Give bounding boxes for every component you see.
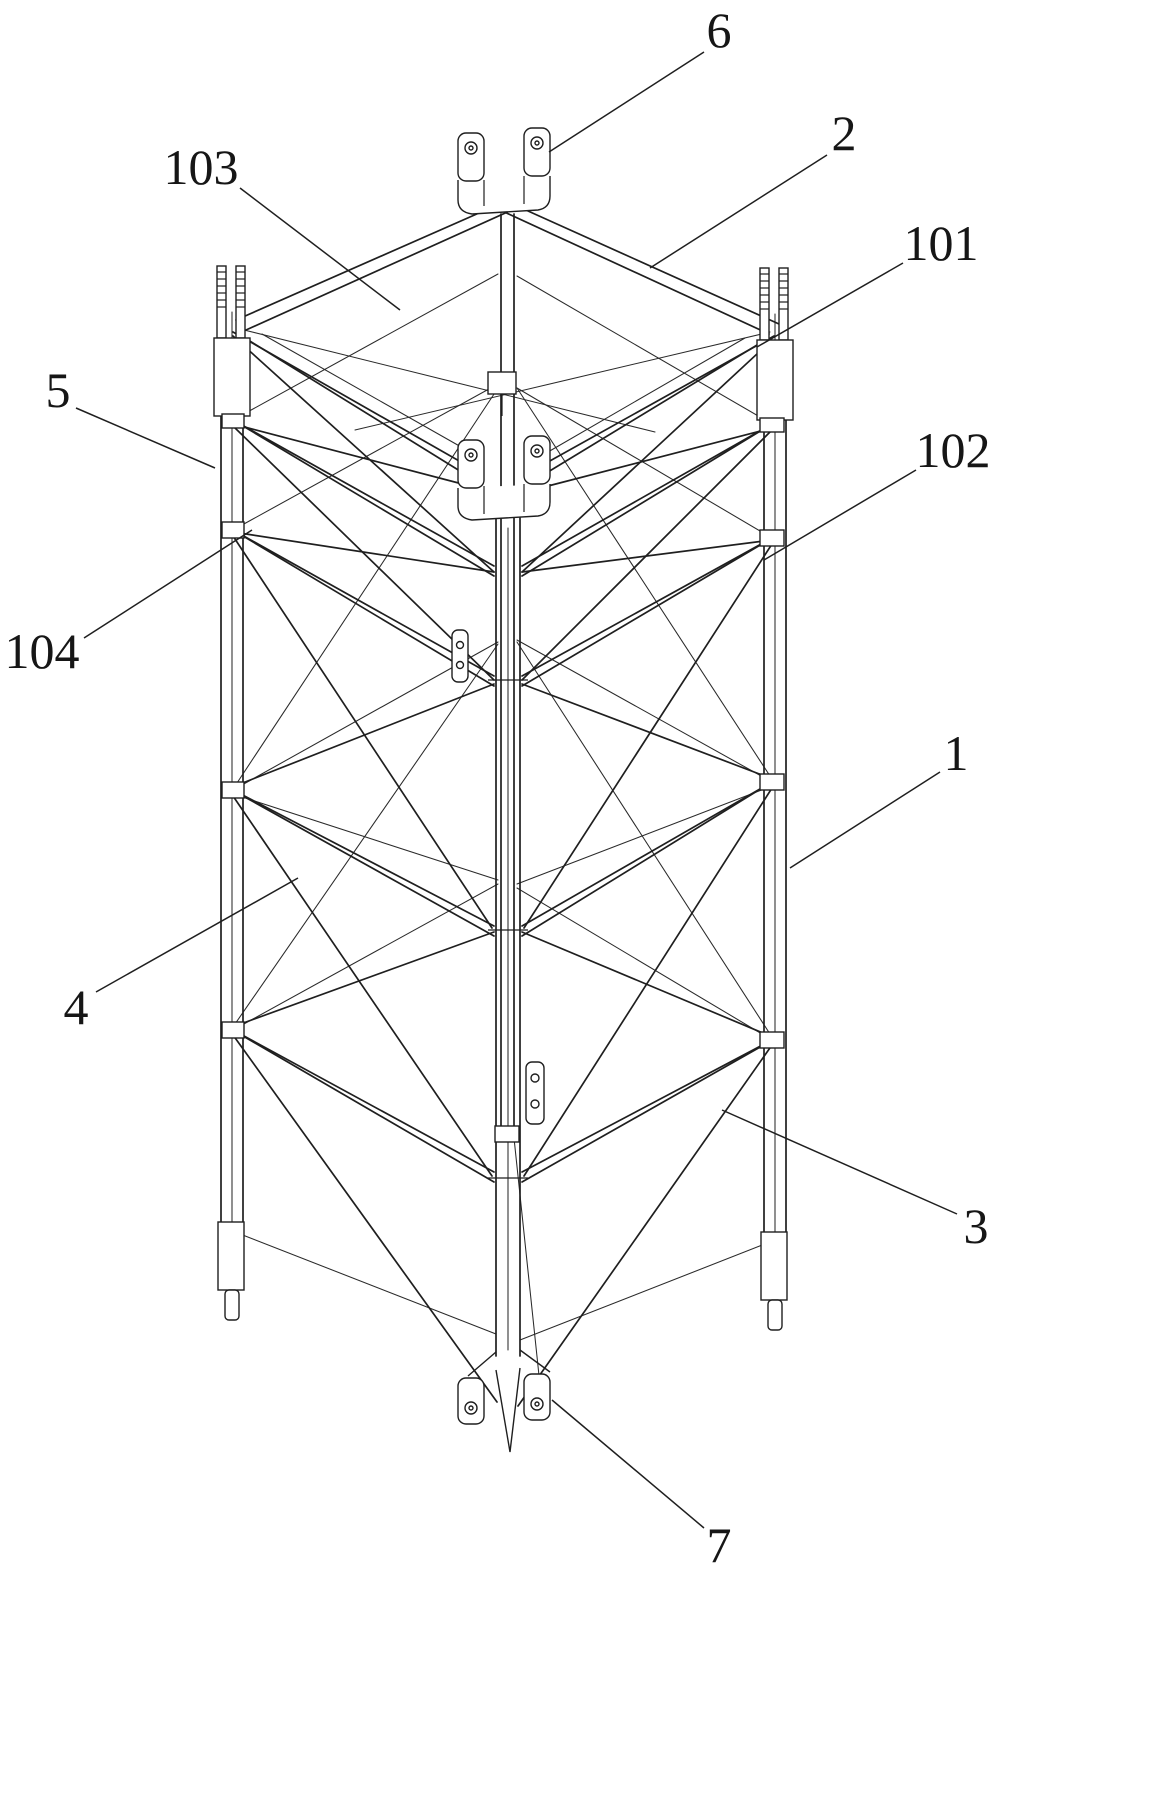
leader-line-103-top-panel-brace [239,187,401,311]
leader-line-7-bottom-connecting-lug [551,1399,705,1529]
apex-clevis-neck [457,176,551,215]
mid-clevis-neck [457,484,551,521]
right-foot [760,1231,788,1301]
figure-label-7: 7 [707,1517,732,1573]
back-leg-end-cap [494,1125,520,1143]
center-bracket-lower [525,1061,545,1125]
fitting-details [213,127,794,1453]
bottom-lug-left [457,1377,485,1425]
annotation-layer: 6 2 101 103 5 102 104 1 4 3 7 [5,2,991,1573]
figure-label-2: 2 [832,105,857,161]
center-bracket-upper [451,629,469,683]
figure-label-5: 5 [46,362,71,418]
leader-line-4-cross-brace [95,877,299,993]
left-foot [217,1221,245,1291]
left-leg-top-plate [213,337,251,417]
mid-lug-left [457,439,485,489]
bottom-gusset-edge-right [519,1349,551,1373]
leader-line-102-right-leg-joint [763,469,917,561]
mid-lug-right [523,435,551,485]
apex-splice-plate [487,371,517,395]
figure-label-3: 3 [964,1198,989,1254]
leader-line-104-left-leg-joint [83,529,253,639]
leader-line-6-top-connecting-lug [548,51,705,153]
bottom-lug-right [523,1373,551,1421]
right-leg-top-plate [756,339,794,421]
bottom-tip [495,1367,521,1453]
leader-line-5-left-corner-leg [75,407,216,469]
figure-label-102: 102 [916,422,991,478]
leader-line-2-top-chord-member [649,154,828,269]
leader-line-3-diagonal-brace [721,1109,958,1215]
figure-label-103: 103 [164,139,239,195]
apex-lug-left [457,132,485,182]
apex-lug-right [523,127,551,177]
figure-label-6: 6 [707,2,732,58]
figure-label-4: 4 [64,979,89,1035]
leader-line-1-right-corner-leg [789,771,941,869]
main-members [220,201,787,1407]
figure-label-104: 104 [5,623,80,679]
leader-line-101-right-leg-top-joint [756,262,904,348]
far-side-members [231,273,776,1386]
figure-label-1: 1 [944,725,969,781]
bottom-gusset-edge-left [467,1351,497,1377]
figure-label-101: 101 [904,215,979,271]
